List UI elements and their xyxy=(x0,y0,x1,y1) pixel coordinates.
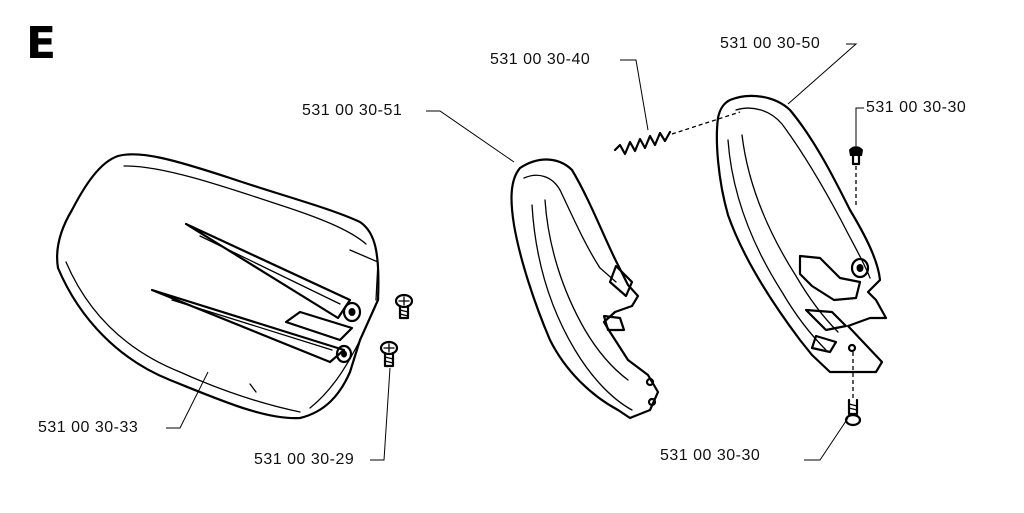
label-screw-bottom: 531 00 30-30 xyxy=(660,447,761,464)
inner-handle xyxy=(510,158,660,420)
label-outer-handle: 531 00 30-50 xyxy=(720,35,821,52)
label-cover: 531 00 30-33 xyxy=(38,419,139,436)
label-spring: 531 00 30-40 xyxy=(490,51,591,68)
label-screw-top: 531 00 30-30 xyxy=(866,99,967,116)
spring xyxy=(613,111,741,156)
chain-cover xyxy=(56,153,380,420)
screw-top xyxy=(849,146,863,208)
label-inner-handle: 531 00 30-51 xyxy=(302,102,403,119)
label-cover-screw: 531 00 30-29 xyxy=(254,451,355,468)
section-letter: E xyxy=(26,18,57,69)
outer-handle xyxy=(715,94,888,374)
leader-lines xyxy=(166,43,864,461)
cover-screws xyxy=(379,293,414,368)
screw-bottom xyxy=(844,352,862,427)
